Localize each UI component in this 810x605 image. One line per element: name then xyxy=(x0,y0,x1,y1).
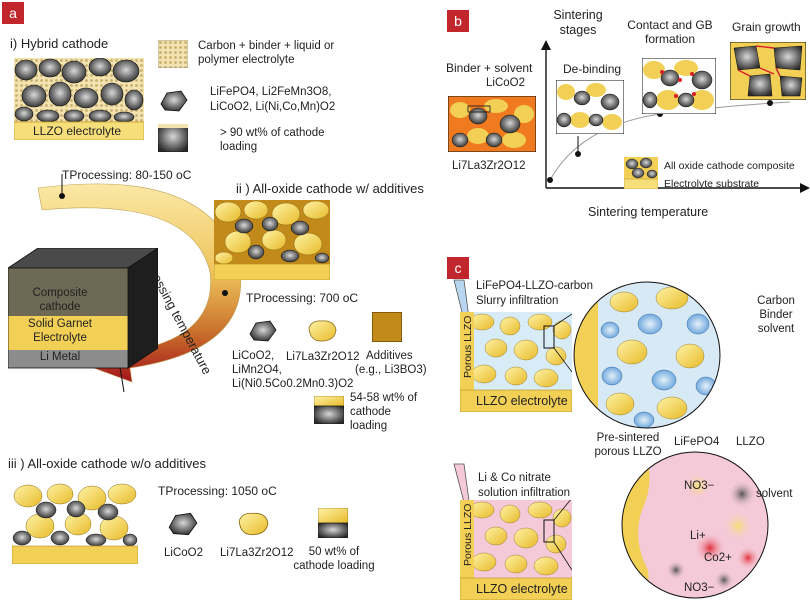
legend-active-line2: LiCoO2, Li(Ni,Co,Mn)O2 xyxy=(210,101,336,113)
noadd-licoo2-label: LiCoO2 xyxy=(164,547,203,559)
llzo-electrolyte-label-2: LLZO electrolyte xyxy=(476,582,568,596)
add-licoo2-label: LiCoO2, xyxy=(232,350,275,362)
llzo-electrolyte-label-1: LLZO electrolyte xyxy=(476,394,568,408)
green-body-illustration xyxy=(448,96,536,152)
noadd-loading-label: 50 wt% of cathode loading xyxy=(293,546,375,572)
sintering-stages-label: Sintering stages xyxy=(553,8,603,37)
hybrid-cathode-illustration xyxy=(14,58,144,140)
binder-solvent-label: Binder + solvent xyxy=(446,61,533,75)
hybrid-electrolyte-label: LLZO electrolyte xyxy=(33,124,122,138)
no3-top-label: NO3− xyxy=(684,480,715,492)
nitrate-zoom-circle xyxy=(621,451,769,599)
b-llzo-label: Li7La3Zr2O12 xyxy=(452,160,526,172)
legend-active-line1: LiFePO4, Li2FeMn3O8, xyxy=(210,86,332,98)
pre-sintered-label: Pre-sintered porous LLZO xyxy=(594,432,662,458)
llzo-icon-2 xyxy=(308,320,337,342)
no3-bottom-label: NO3− xyxy=(684,582,715,594)
add-limn-label: LiMn2O4, xyxy=(232,364,282,376)
b-legend-illustration xyxy=(624,157,658,189)
porous-llzo-label-1: Porous LLZO xyxy=(462,315,474,378)
sintering-axes xyxy=(541,40,810,193)
cell-cube xyxy=(8,248,158,369)
add-loading-swatch xyxy=(314,396,344,424)
li-plus-label: Li+ xyxy=(690,530,706,542)
nitrate-line2: solution infiltration xyxy=(478,487,571,499)
contact-gb-label: Contact and GB formation xyxy=(627,18,713,47)
all-oxide-no-additives-illustration xyxy=(12,482,138,564)
add-additives-eg: (e.g., Li3BO3) xyxy=(355,364,427,376)
sintering-temperature-label: Sintering temperature xyxy=(588,205,709,219)
nitrate-line1: Li & Co nitrate xyxy=(478,472,551,484)
noadd-llzo-label: Li7La3Zr2O12 xyxy=(220,547,294,559)
slurry-porous-llzo xyxy=(460,312,572,412)
add-llzo-label: Li7La3Zr2O12 xyxy=(286,351,360,363)
cube-composite-label: Composite cathode xyxy=(32,287,88,313)
all-oxide-composite-label: All oxide cathode composite xyxy=(664,160,795,172)
b-licoo2-label: LiCoO2 xyxy=(486,77,525,89)
c-lifepo4-label: LiFePO4 xyxy=(674,436,720,448)
matrix-swatch xyxy=(158,40,188,68)
tprocessing-2: TProcessing: 700 oC xyxy=(246,291,359,305)
hybrid-cathode-title: i) Hybrid cathode xyxy=(10,36,109,51)
tprocessing-1: TProcessing: 80-150 oC xyxy=(62,168,192,182)
contact-gb-illustration xyxy=(642,58,716,114)
legend-loading-text: > 90 wt% of cathode loading xyxy=(220,127,325,153)
tprocessing-3: TProcessing: 1050 oC xyxy=(158,484,277,498)
all-oxide-additives-illustration xyxy=(214,200,330,280)
add-linco-label: Li(Ni0.5Co0.2Mn0.3)O2 xyxy=(232,378,354,390)
slurry-zoom-circle xyxy=(573,281,721,429)
nitrate-porous-llzo xyxy=(460,500,572,600)
panel-b-tag: b xyxy=(447,10,469,32)
loading-swatch xyxy=(158,124,188,152)
cube-li-label: Li Metal xyxy=(39,351,81,363)
debinding-label: De-binding xyxy=(563,62,622,76)
panel-a-tag: a xyxy=(2,2,24,24)
legend-matrix-text: Carbon + binder + liquid or polymer elec… xyxy=(198,40,335,66)
panel-c-tag: c xyxy=(447,257,469,279)
licoo2-icon-3 xyxy=(168,512,198,536)
carbon-binder-solvent-label: Carbon Binder solvent xyxy=(757,295,795,335)
electrolyte-substrate-label: Electrolyte substrate xyxy=(664,178,760,190)
debinding-illustration xyxy=(556,80,624,134)
noadd-loading-swatch xyxy=(318,508,348,538)
slurry-line1: LiFePO4-LLZO-carbon xyxy=(476,280,593,292)
llzo-icon-3 xyxy=(238,512,269,536)
slurry-line2: Slurry infiltration xyxy=(476,295,559,307)
co-2plus-label: Co2+ xyxy=(704,552,732,564)
all-oxide-additives-title: ii ) All-oxide cathode w/ additives xyxy=(236,181,424,196)
add-loading-label: 54-58 wt% of cathode loading xyxy=(350,392,418,432)
additives-swatch xyxy=(372,312,402,342)
active-material-icon xyxy=(160,90,188,112)
solvent-label: solvent xyxy=(756,488,793,500)
all-oxide-no-additives-title: iii ) All-oxide cathode w/o additives xyxy=(8,456,206,471)
add-additives-label: Additives xyxy=(366,350,413,362)
grain-growth-illustration xyxy=(730,42,806,100)
c-llzo-label: LLZO xyxy=(736,436,765,448)
licoo2-icon-2 xyxy=(249,320,277,342)
grain-growth-label: Grain growth xyxy=(732,20,801,34)
porous-llzo-label-2: Porous LLZO xyxy=(462,503,474,566)
cube-electrolyte-label: Solid Garnet Electrolyte xyxy=(28,318,92,344)
